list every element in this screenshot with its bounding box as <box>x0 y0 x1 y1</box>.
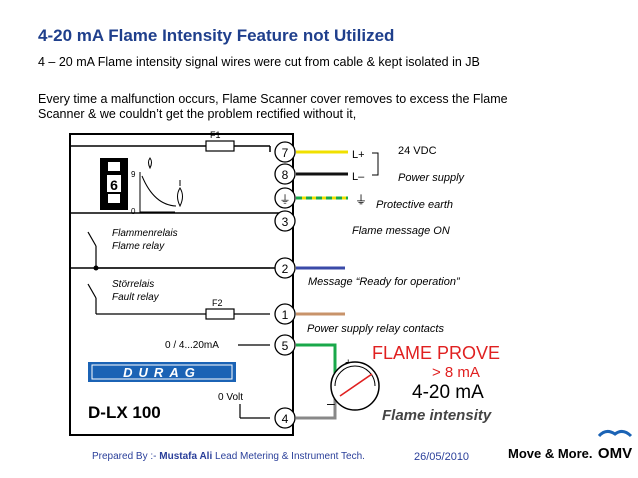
terminal-8 <box>274 163 296 185</box>
slide-title: 4-20 mA Flame Intensity Feature not Util… <box>38 26 395 45</box>
ammeter-needle <box>339 373 373 397</box>
terminal-8-label: 8 <box>282 168 289 182</box>
terminal-earth <box>274 187 296 209</box>
terminal-strip: 7 8 ⏚ 3 2 1 5 4 <box>274 141 296 429</box>
fault-relay-contact <box>87 283 97 299</box>
body-line-2: Scanner & we couldn’t get the problem re… <box>38 107 357 121</box>
flame-message-label: Flame message ON <box>352 225 450 237</box>
terminal-3-label: 3 <box>282 215 289 229</box>
flame-small-icon <box>148 157 152 170</box>
terminal-1-label: 1 <box>282 308 289 322</box>
terminal-4 <box>274 407 296 429</box>
omv-logo: OMV <box>597 429 632 462</box>
display-digit: 6 <box>110 177 118 193</box>
threshold-label: > 8 mA <box>432 364 480 381</box>
fuse-f1 <box>205 140 235 152</box>
l-minus-label: L– <box>352 171 365 183</box>
ammeter-scale <box>334 365 376 387</box>
relay-contacts-label: Power supply relay contacts <box>307 323 444 335</box>
omv-logo-text: OMV <box>598 445 632 462</box>
wire-green-signal <box>296 343 337 385</box>
flame-relay-contact <box>87 231 97 247</box>
fault-relay-en: Fault relay <box>112 292 160 303</box>
meter-minus-label: – <box>327 395 335 411</box>
model-label: D-LX 100 <box>88 403 161 422</box>
terminal-4-label: 4 <box>282 412 289 426</box>
protective-earth-label: Protective earth <box>376 199 453 211</box>
footer-prepared-by: Prepared By :- Mustafa Ali Lead Metering… <box>92 451 365 462</box>
terminal-7-label: 7 <box>282 146 289 160</box>
terminal-2 <box>274 257 296 279</box>
scale-top-label: 9 <box>131 170 136 179</box>
scale-curve <box>141 175 177 207</box>
flame-relay-en: Flame relay <box>112 241 165 252</box>
zero-volt-label: 0 Volt <box>218 392 243 403</box>
ready-message-label: Message “Ready for operation” <box>308 276 461 288</box>
ma-range-label: 4-20 mA <box>412 382 484 403</box>
terminal-7 <box>274 141 296 163</box>
display-segment <box>108 194 120 203</box>
terminal-earth-label: ⏚ <box>280 193 291 206</box>
wire-grey-signal <box>296 395 337 420</box>
author-department: Lead Metering & Instrument Tech. <box>215 451 365 462</box>
terminal-1 <box>274 303 296 325</box>
brand-name: DURAG <box>123 365 201 380</box>
subtitle-line: 4 – 20 mA Flame intensity signal wires w… <box>38 55 480 69</box>
current-label: 0 / 4...20mA <box>165 340 219 351</box>
footer-slogan: Move & More. <box>508 446 593 461</box>
flame-large-icon <box>177 187 183 208</box>
footer-date: 26/05/2010 <box>414 451 470 463</box>
vdc-label: 24 VDC <box>398 145 437 157</box>
flame-prove-label: FLAME PROVE <box>372 343 500 363</box>
power-bracket <box>372 152 379 176</box>
l-plus-label: L+ <box>352 149 365 161</box>
earth-symbol-icon: ⏚ <box>355 193 367 207</box>
power-supply-label: Power supply <box>398 172 466 184</box>
prepared-by-label: Prepared By :- <box>92 451 157 462</box>
brand-logo-frame <box>91 364 233 380</box>
author-name: Mustafa Ali <box>159 451 213 462</box>
fuse-f1-label: F1 <box>210 130 221 140</box>
brand-logo <box>88 362 236 382</box>
flame-intensity-label: Flame intensity <box>382 407 492 424</box>
body-line-1: Every time a malfunction occurs, Flame S… <box>38 92 508 106</box>
fuse-f2-label: F2 <box>212 298 223 308</box>
display-segment <box>108 162 120 171</box>
scale-axis <box>139 172 175 213</box>
terminal-5 <box>274 334 296 356</box>
fuse-f2 <box>205 308 235 320</box>
display-window <box>107 175 121 192</box>
terminal-2-label: 2 <box>282 262 289 276</box>
terminal-3 <box>274 210 296 232</box>
terminal-5-label: 5 <box>282 339 289 353</box>
fault-relay-de: Störrelais <box>112 279 154 290</box>
scale-bottom-label: 0 <box>131 207 136 216</box>
flame-relay-de: Flammenrelais <box>112 228 178 239</box>
